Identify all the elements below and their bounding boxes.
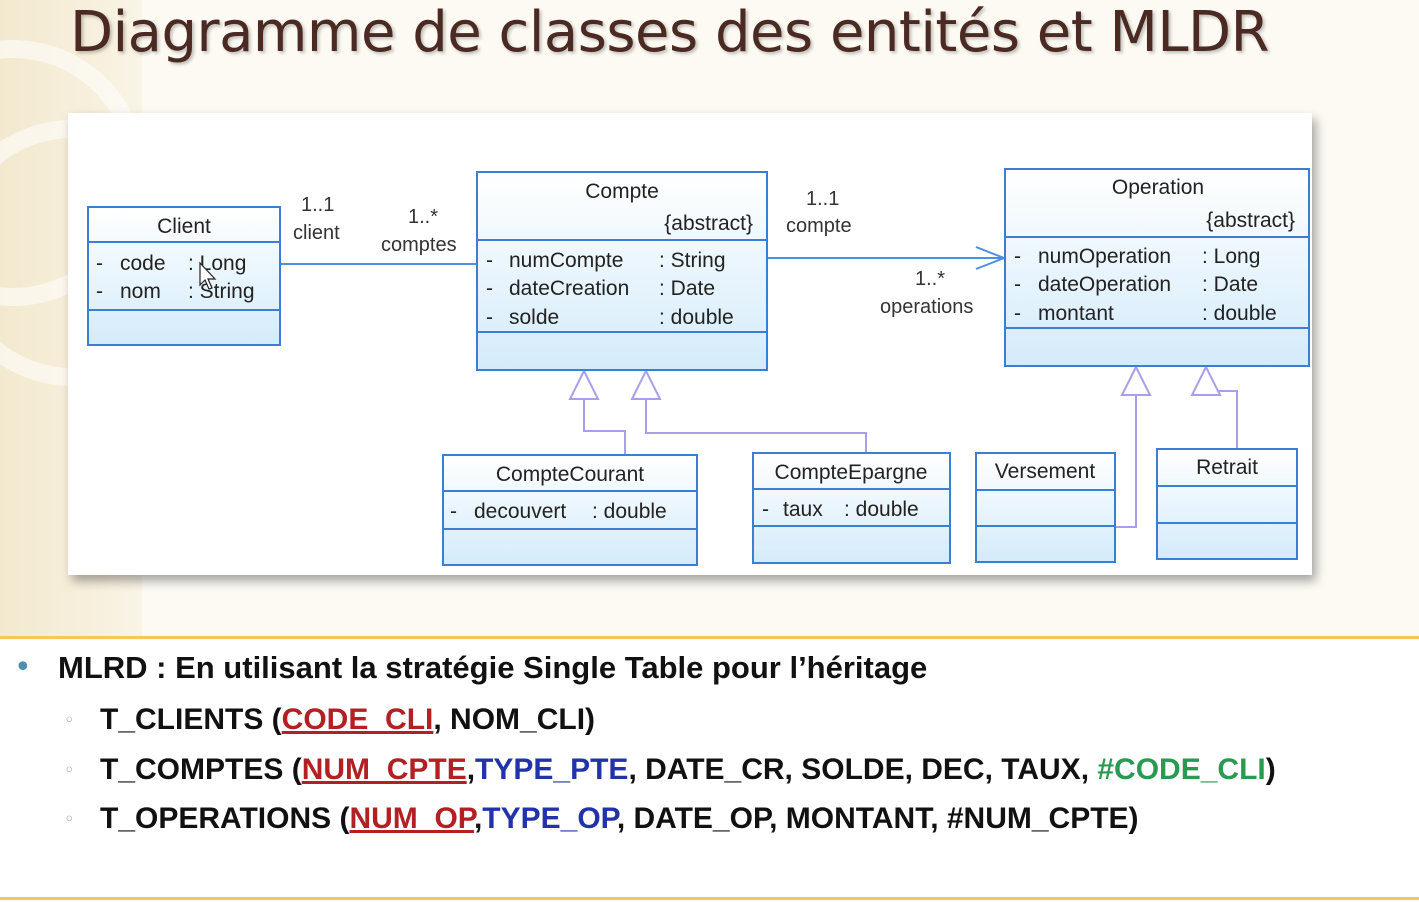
mult-operations-side: 1..* xyxy=(915,268,945,290)
bullet-icon: • xyxy=(14,650,32,685)
class-versement[interactable]: Versement xyxy=(975,452,1116,563)
class-stereotype: {abstract} xyxy=(664,212,753,235)
primary-key: CODE_CLI xyxy=(281,703,434,736)
class-compteepargne[interactable]: CompteEpargne - taux : double xyxy=(752,452,951,564)
class-compte[interactable]: Compte {abstract} - numCompte : String -… xyxy=(476,171,768,371)
attr-visibility: - xyxy=(486,306,493,329)
table-columns: , NOM_CLI) xyxy=(433,703,596,736)
class-client[interactable]: Client - code : Long - nom : String xyxy=(87,206,281,346)
class-name: Compte xyxy=(585,180,659,203)
role-compte: compte xyxy=(786,215,852,237)
sub-bullet-icon: ◦ xyxy=(64,760,75,781)
inheritance-triangle-icon xyxy=(568,368,600,400)
class-comptecourant[interactable]: CompteCourant - decouvert : double xyxy=(442,454,698,566)
table-name: T_COMPTES ( xyxy=(100,753,302,786)
inheritance-triangle-icon xyxy=(1190,364,1222,396)
attr-name: numOperation xyxy=(1038,245,1171,268)
table-name: T_OPERATIONS ( xyxy=(100,802,350,835)
attr-name: montant xyxy=(1038,302,1114,325)
attr-visibility: - xyxy=(486,249,493,272)
inheritance-compteepargne xyxy=(645,399,867,455)
diagram-canvas: 1..1 client 1..* comptes 1..1 compte 1..… xyxy=(87,168,1310,566)
attr-type: : String xyxy=(659,249,726,272)
uml-class-diagram: 1..1 client 1..* comptes 1..1 compte 1..… xyxy=(68,113,1312,575)
class-retrait[interactable]: Retrait xyxy=(1156,448,1298,560)
mult-comptes-side: 1..* xyxy=(408,206,438,228)
inheritance-triangle-icon xyxy=(630,368,662,400)
class-stereotype: {abstract} xyxy=(1206,209,1295,232)
attr-visibility: - xyxy=(1014,302,1021,325)
attr-type: : double xyxy=(592,500,667,523)
attr-visibility: - xyxy=(1014,245,1021,268)
primary-key: NUM_OP xyxy=(349,802,474,835)
attr-visibility: - xyxy=(486,277,493,300)
class-name: Versement xyxy=(995,460,1096,483)
attr-name: dateOperation xyxy=(1038,273,1171,296)
mouse-cursor-icon xyxy=(199,261,217,290)
table-name: T_CLIENTS ( xyxy=(100,703,282,736)
attr-visibility: - xyxy=(450,500,457,523)
table-columns: , DATE_CR, SOLDE, DEC, TAUX, xyxy=(628,753,1098,786)
mlrd-line-comptes: T_COMPTES (NUM_CPTE,TYPE_PTE, DATE_CR, S… xyxy=(100,753,1276,786)
class-name: Operation xyxy=(1112,176,1204,199)
attr-type: : double xyxy=(1202,302,1277,325)
attr-type: : String xyxy=(188,280,255,303)
inheritance-comptecourant xyxy=(583,399,626,455)
attr-name: code xyxy=(120,252,166,275)
attr-type: : Long xyxy=(188,252,246,275)
attr-name: numCompte xyxy=(509,249,623,272)
inheritance-triangle-icon xyxy=(1120,364,1152,396)
mlrd-line-clients: T_CLIENTS (CODE_CLI, NOM_CLI) xyxy=(100,703,595,737)
attr-visibility: - xyxy=(96,280,103,303)
attr-visibility: - xyxy=(96,252,103,275)
attr-name: dateCreation xyxy=(509,277,629,300)
class-operation[interactable]: Operation {abstract} - numOperation : Lo… xyxy=(1004,168,1310,367)
inheritance-retrait xyxy=(1205,390,1238,449)
discriminator-column: TYPE_OP xyxy=(482,802,617,835)
primary-key: NUM_CPTE xyxy=(301,753,467,786)
attr-type: : double xyxy=(844,498,919,521)
foreign-key: #CODE_CLI xyxy=(1097,753,1266,786)
attr-name: taux xyxy=(783,498,823,521)
discriminator-column: TYPE_PTE xyxy=(475,753,629,786)
attr-visibility: - xyxy=(762,498,769,521)
attr-name: decouvert xyxy=(474,500,566,523)
mlrd-heading: MLRD : En utilisant la stratégie Single … xyxy=(58,650,928,685)
class-name: Client xyxy=(157,215,211,238)
attr-type: : Long xyxy=(1202,245,1260,268)
mult-client-side: 1..1 xyxy=(301,194,334,216)
table-close: ) xyxy=(1265,753,1276,786)
class-name: CompteCourant xyxy=(496,463,644,486)
role-comptes: comptes xyxy=(381,234,457,256)
slide-title: Diagramme de classes des entités et MLDR xyxy=(70,0,1270,65)
mlrd-section xyxy=(0,640,1419,898)
attr-type: : Date xyxy=(1202,273,1258,296)
role-operations: operations xyxy=(880,296,973,318)
inheritance-versement xyxy=(1115,395,1137,528)
mlrd-line-operations: T_OPERATIONS (NUM_OP,TYPE_OP, DATE_OP, M… xyxy=(100,802,1139,835)
attr-name: solde xyxy=(509,306,559,329)
table-columns: , DATE_OP, MONTANT, #NUM_CPTE) xyxy=(616,802,1139,835)
class-name: CompteEpargne xyxy=(775,461,928,484)
attr-type: : Date xyxy=(659,277,715,300)
divider-top xyxy=(0,636,1419,639)
attr-type: : double xyxy=(659,306,734,329)
attr-visibility: - xyxy=(1014,273,1021,296)
sub-bullet-icon: ◦ xyxy=(64,809,75,830)
role-client: client xyxy=(293,222,340,244)
class-name: Retrait xyxy=(1196,456,1258,479)
attr-name: nom xyxy=(120,280,161,303)
divider-bottom xyxy=(0,897,1419,900)
sub-bullet-icon: ◦ xyxy=(64,710,75,731)
mult-compte-side: 1..1 xyxy=(806,188,839,210)
